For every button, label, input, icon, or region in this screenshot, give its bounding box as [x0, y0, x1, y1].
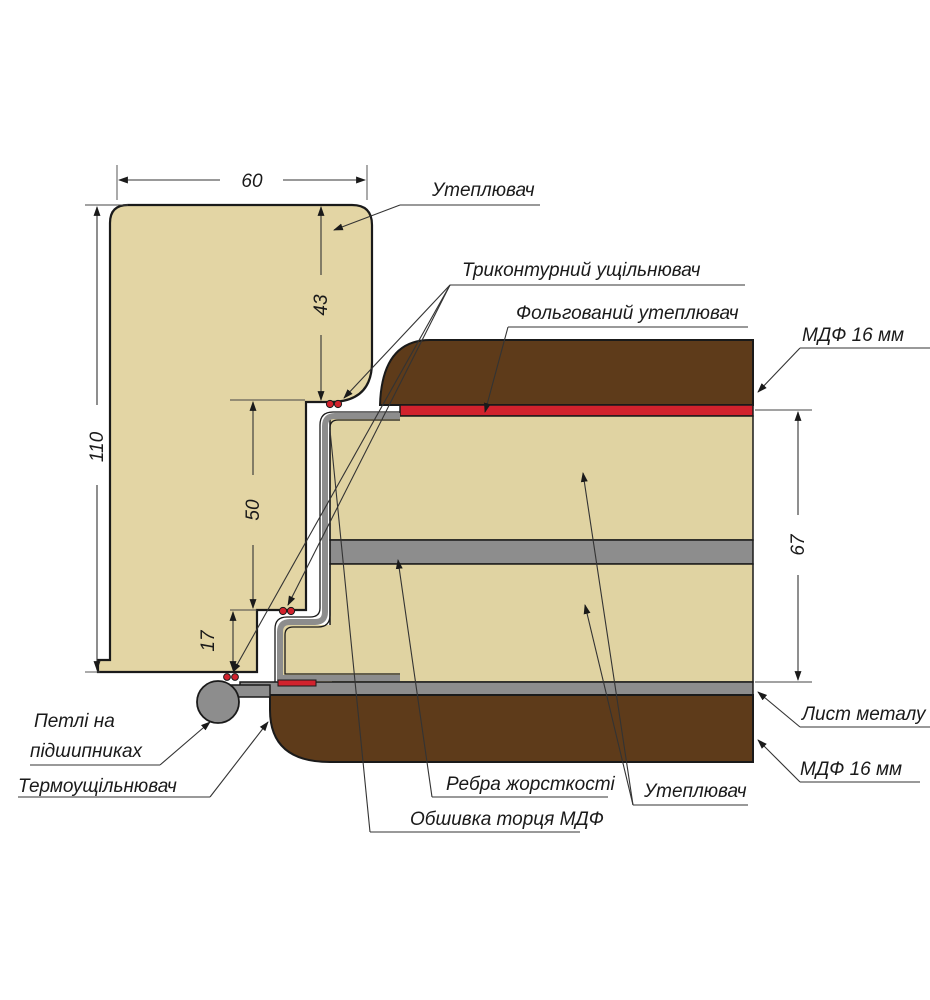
label-foil-insulation: Фольгований утеплювач [483, 303, 748, 413]
stiffening-rib [329, 539, 754, 565]
label-insulation-bottom: Утеплювач [580, 472, 748, 806]
door-frame [96, 203, 374, 674]
insulation-edge-fill [282, 625, 332, 682]
dimension-frame-height: 110 [85, 204, 128, 673]
foil-insulation-strip [399, 404, 754, 417]
dim-middle-text: 50 [243, 499, 264, 521]
mdf-panel-bottom [269, 694, 754, 763]
metal-sheet [239, 681, 754, 696]
dim-leaf-thickness-text: 67 [788, 533, 809, 556]
label-metal-sheet: Лист металу [757, 691, 930, 728]
svg-text:Термоущільнювач: Термоущільнювач [18, 776, 177, 797]
triple-seal [223, 399, 343, 681]
dim-frame-height-text: 110 [87, 431, 108, 462]
svg-text:Петлі на: Петлі на [34, 711, 115, 732]
dimension-frame-width: 60 [116, 165, 368, 200]
dim-frame-width-text: 60 [241, 171, 263, 192]
insulation-upper [329, 415, 754, 541]
label-mdf-bottom: МДФ 16 мм [757, 739, 920, 783]
dimension-leaf-thickness: 67 [755, 409, 812, 683]
svg-text:підшипниках: підшипниках [30, 741, 144, 762]
dim-lower-text: 17 [198, 629, 219, 652]
svg-text:Фольгований утеплювач: Фольгований утеплювач [516, 303, 739, 324]
bearing-hinge [196, 680, 271, 724]
dim-upper-text: 43 [311, 294, 332, 316]
svg-text:Ребра жорсткості: Ребра жорсткості [446, 774, 616, 795]
mdf-panel-top [378, 339, 754, 406]
label-stiffening-ribs: Ребра жорсткості [395, 559, 616, 798]
label-triple-seal: Триконтурний ущільнювач [232, 260, 745, 673]
label-insulation-top: Утеплювач [333, 180, 540, 231]
svg-text:Триконтурний ущільнювач: Триконтурний ущільнювач [462, 260, 701, 281]
seal-insert-bottom [277, 679, 317, 687]
mdf-edge-trim [277, 413, 400, 681]
svg-text:Утеплювач: Утеплювач [643, 781, 747, 802]
svg-text:МДФ 16 мм: МДФ 16 мм [800, 759, 902, 780]
label-thermo-seal: Термоущільнювач [18, 721, 269, 798]
label-hinges: Петлі на підшипниках [30, 711, 211, 766]
svg-text:Обшивка торця МДФ: Обшивка торця МДФ [410, 809, 604, 830]
dimension-upper: 43 [311, 206, 332, 401]
svg-text:Лист металу: Лист металу [800, 704, 927, 725]
svg-text:МДФ 16 мм: МДФ 16 мм [802, 325, 904, 346]
dimension-middle: 50 [230, 399, 305, 611]
label-mdf-top: МДФ 16 мм [757, 325, 930, 393]
svg-text:Утеплювач: Утеплювач [431, 180, 535, 201]
mdf-edge-trim-outline [274, 411, 400, 682]
label-mdf-edge: Обшивка торця МДФ [329, 429, 604, 833]
dimension-lower: 17 [198, 611, 237, 671]
insulation-lower [329, 563, 754, 683]
